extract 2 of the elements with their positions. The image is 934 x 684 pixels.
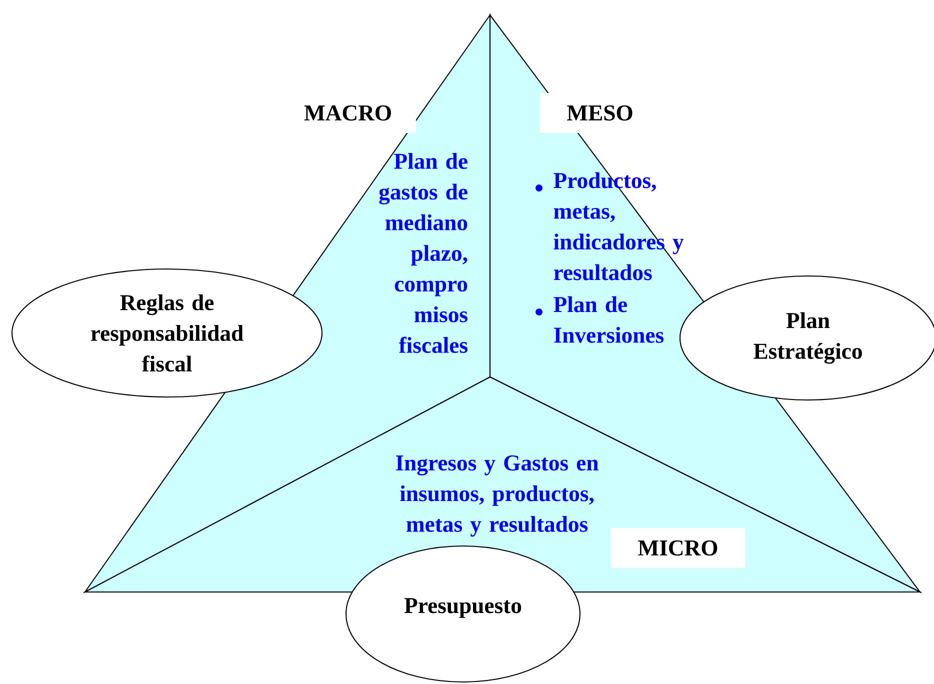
node-label: Plan Estratégico — [754, 312, 862, 364]
node-label: Presupuesto — [404, 598, 522, 618]
